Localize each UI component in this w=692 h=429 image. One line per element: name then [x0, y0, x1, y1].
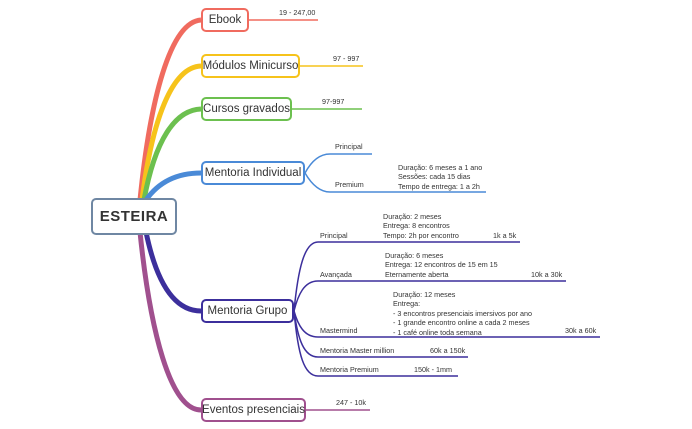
connector-grupo: [143, 231, 202, 314]
individual-premium-label: Premium: [335, 180, 364, 189]
detail-line: Tempo de entrega: 1 a 2h: [398, 181, 480, 191]
individual-principal-label: Principal: [335, 142, 363, 151]
detail-line: - 1 café online toda semana: [393, 327, 482, 337]
connector-grupo-premium: [293, 310, 458, 377]
detail-line: Entrega: 8 encontros: [383, 221, 450, 231]
grupo-principal-price: 1k a 5k: [493, 231, 517, 240]
grupo-node[interactable]: Mentoria Grupo: [201, 299, 294, 323]
connector-modulos: [139, 63, 202, 201]
connector-eventos: [137, 231, 202, 413]
connector-individual-principal: [304, 153, 372, 174]
detail-line: - 3 encontros presenciais imersivos por …: [393, 308, 533, 318]
ebook-node[interactable]: Ebook: [201, 8, 249, 32]
connector-individual: [143, 170, 202, 202]
grupo-avancada-details: Duração: 6 meses Entrega: 12 encontros d…: [385, 251, 498, 279]
grupo-mastermind-price: 30k a 60k: [565, 326, 597, 335]
grupo-avancada-price: 10k a 30k: [531, 270, 563, 279]
detail-line: Sessões: cada 15 dias: [398, 172, 471, 182]
connector-cursos: [141, 106, 202, 201]
individual-label: Mentoria Individual: [204, 167, 302, 179]
detail-line: Entrega:: [393, 299, 421, 309]
detail-line: Duração: 12 meses: [393, 290, 456, 299]
eventos-node[interactable]: Eventos presenciais: [201, 398, 306, 422]
cursos-node[interactable]: Cursos gravados: [201, 97, 292, 121]
grupo-avancada-label: Avançada: [320, 270, 352, 279]
ebook-label: Ebook: [208, 14, 242, 26]
cursos-label: Cursos gravados: [203, 103, 290, 115]
detail-line: Duração: 6 meses a 1 ano: [398, 163, 483, 172]
individual-premium-details: Duração: 6 meses a 1 ano Sessões: cada 1…: [398, 163, 482, 191]
root-label: ESTEIRA: [99, 208, 169, 225]
grupo-master-million-label: Mentoria Master million: [320, 346, 395, 355]
detail-line: Duração: 6 meses: [385, 251, 444, 260]
modulos-node[interactable]: Módulos Minicurso: [201, 54, 300, 78]
detail-line: Entrega: 12 encontros de 15 em 15: [385, 260, 498, 270]
eventos-price: 247 - 10k: [336, 398, 366, 407]
connector-ebook: [137, 17, 202, 201]
root-node[interactable]: ESTEIRA: [91, 198, 177, 235]
detail-line: Eternamente aberta: [385, 269, 449, 279]
modulos-label: Módulos Minicurso: [202, 60, 299, 72]
grupo-mastermind-details: Duração: 12 meses Entrega: - 3 encontros…: [393, 290, 532, 337]
individual-node[interactable]: Mentoria Individual: [201, 161, 305, 185]
grupo-premium-label: Mentoria Premium: [320, 365, 379, 374]
grupo-principal-details: Duração: 2 meses Entrega: 8 encontros Te…: [383, 212, 459, 240]
grupo-master-million-price: 60k a 150k: [430, 346, 466, 355]
detail-line: Duração: 2 meses: [383, 212, 442, 221]
detail-line: - 1 grande encontro online a cada 2 mese…: [393, 318, 530, 328]
connector-individual-premium: [304, 172, 486, 193]
detail-line: Tempo: 2h por encontro: [383, 230, 459, 240]
grupo-mastermind-label: Mastermind: [320, 326, 358, 335]
eventos-label: Eventos presenciais: [202, 404, 305, 416]
modulos-price: 97 - 997: [333, 54, 360, 63]
grupo-premium-price: 150k - 1mm: [414, 365, 452, 374]
connector-grupo-avancada: [293, 280, 566, 312]
grupo-principal-label: Principal: [320, 231, 348, 240]
connector-grupo-principal: [293, 241, 520, 312]
cursos-price: 97-997: [322, 97, 345, 106]
ebook-price: 19 - 247,00: [279, 8, 316, 17]
grupo-label: Mentoria Grupo: [207, 305, 288, 317]
